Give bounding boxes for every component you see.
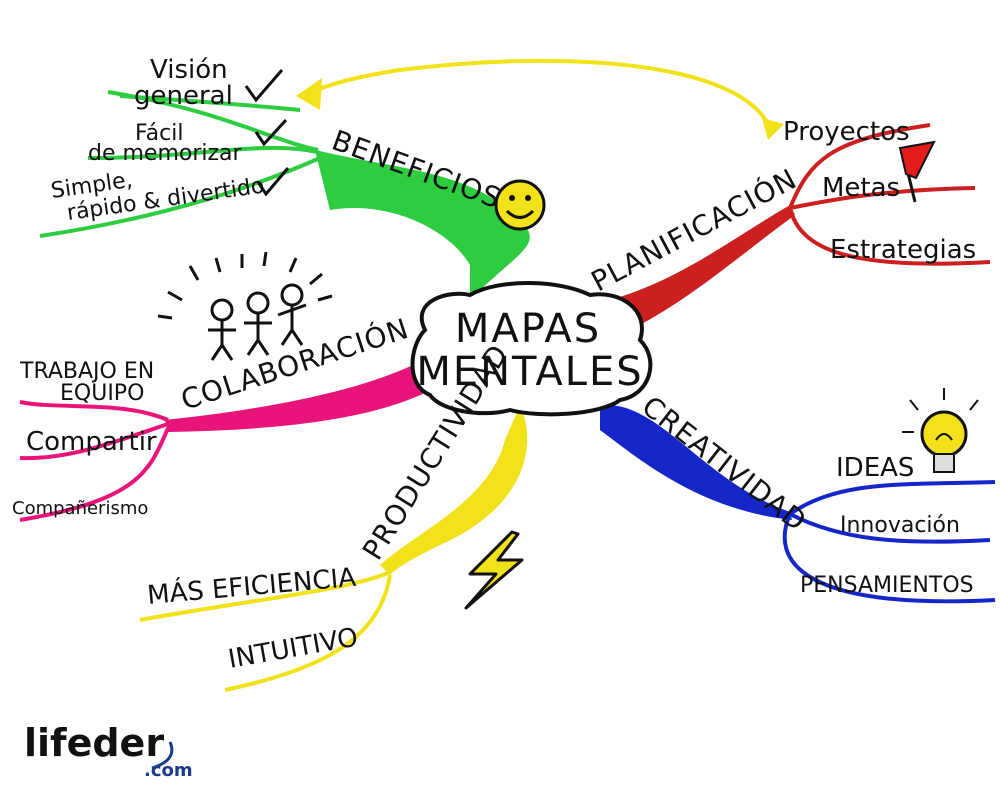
item-pensamientos: PENSAMIENTOS — [800, 573, 974, 598]
item-companerismo: Compañerismo — [12, 498, 148, 519]
center-node: MAPAS MENTALES — [410, 281, 653, 417]
flag-icon — [898, 140, 936, 203]
item-general: general — [134, 81, 233, 111]
branch-creatividad — [600, 404, 996, 604]
item-facil: Fácil — [135, 121, 183, 146]
branch-planificacion — [610, 123, 991, 330]
lifeder-logo: lifeder .com — [24, 721, 193, 781]
logo-suffix: .com — [144, 760, 193, 781]
logo-text: lifeder — [24, 721, 164, 765]
item-innovacion: Innovación — [840, 513, 960, 538]
people-icon — [157, 251, 333, 361]
lightning-icon — [464, 530, 524, 610]
item-memorizar: de memorizar — [88, 141, 243, 166]
item-metas: Metas — [822, 173, 900, 203]
item-estrategias: Estrategias — [830, 235, 976, 265]
branch-beneficios — [39, 90, 530, 300]
feedback-arrow — [296, 58, 784, 140]
lightbulb-icon — [902, 388, 979, 473]
branch-colaboracion — [19, 350, 440, 522]
check-icon — [256, 167, 290, 197]
item-intuitivo: INTUITIVO — [226, 623, 360, 675]
item-compartir: Compartir — [26, 427, 157, 457]
check-icon — [244, 69, 284, 103]
item-equipo: EQUIPO — [60, 381, 144, 406]
branch-productividad — [139, 405, 528, 692]
arrow-head-icon — [296, 78, 322, 110]
item-proyectos: Proyectos — [783, 117, 910, 147]
center-title-line2: MENTALES — [416, 349, 643, 395]
item-vision: Visión — [150, 55, 228, 85]
check-icon — [254, 118, 288, 147]
smiley-icon — [494, 179, 546, 231]
item-ideas: IDEAS — [836, 453, 914, 483]
item-trabajo-en: TRABAJO EN — [19, 359, 154, 384]
center-title-line1: MAPAS — [455, 306, 601, 352]
